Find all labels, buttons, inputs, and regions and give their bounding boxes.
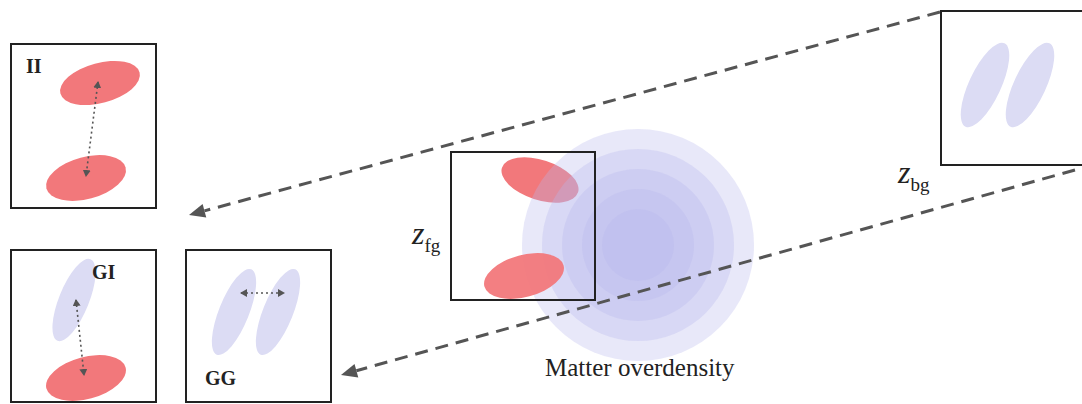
matter-overdensity [522, 129, 754, 361]
redshift-symbol: z [898, 154, 910, 190]
gg-panel: GG [185, 249, 332, 403]
foreground-panel: zfg [450, 151, 596, 301]
arrowhead [189, 204, 206, 218]
lensed-galaxy [203, 264, 265, 361]
redshift-symbol: z [412, 215, 424, 251]
correlation-arrow [241, 292, 284, 294]
correlation-arrow [86, 82, 98, 176]
lensed-galaxy [247, 264, 309, 361]
dashed-line [356, 170, 1075, 371]
ii-panel: II [10, 43, 157, 209]
correlation-arrow [76, 300, 84, 375]
redshift-subscript: bg [910, 174, 929, 195]
foreground-galaxy [479, 245, 569, 307]
overdensity-label: Matter overdensity [545, 354, 735, 382]
intrinsic-galaxy [41, 347, 131, 404]
gi-panel: GI [10, 249, 157, 403]
arrowhead [341, 364, 358, 377]
light-path-arrow [189, 12, 940, 218]
background-galaxy [996, 37, 1064, 134]
dashed-line [204, 12, 940, 211]
panel-label: II [26, 55, 42, 77]
redshift-subscript: fg [424, 235, 440, 256]
background-panel: zbg [940, 10, 1082, 166]
panel-label: GI [92, 261, 115, 283]
panel-label: GG [205, 367, 236, 389]
intrinsic-galaxy [41, 147, 131, 209]
intrinsic-galaxy [55, 53, 145, 113]
